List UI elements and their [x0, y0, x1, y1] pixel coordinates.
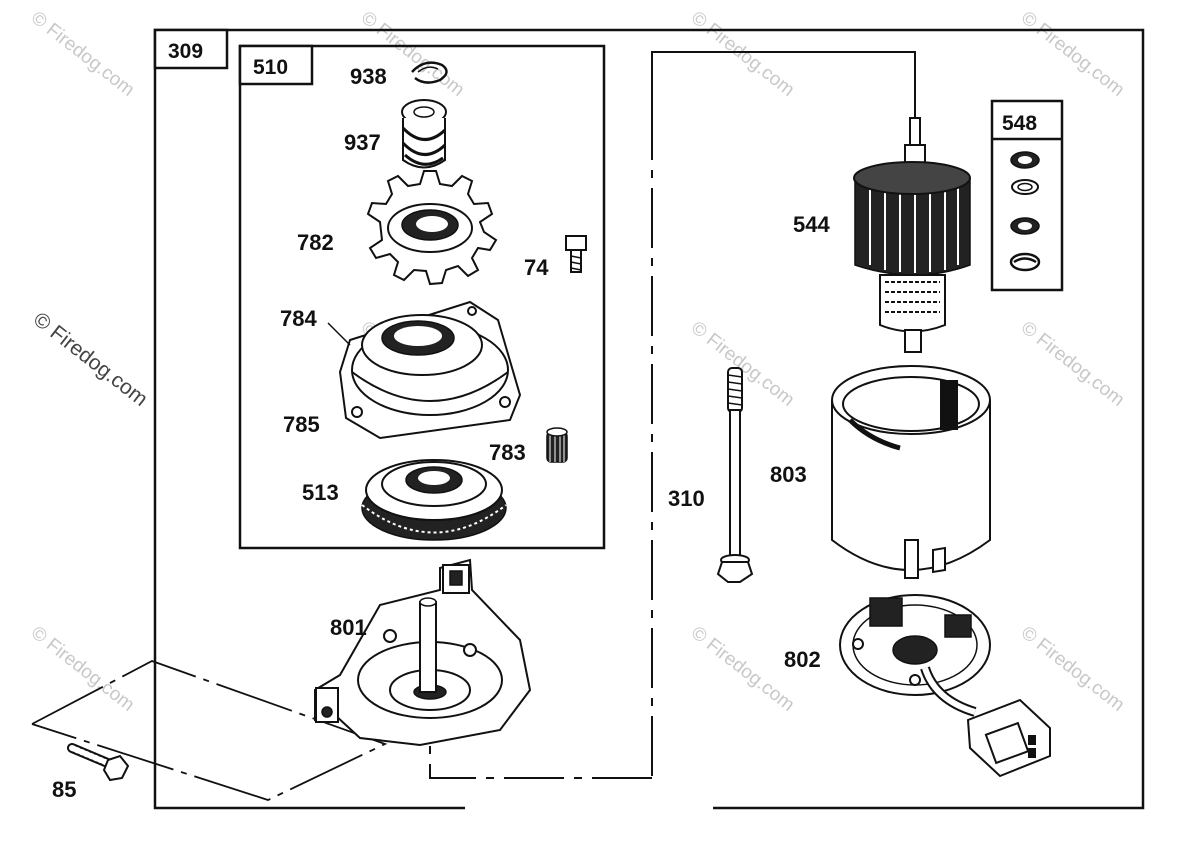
spring-part	[401, 99, 447, 169]
label-74: 74	[524, 255, 549, 280]
label-784: 784	[280, 306, 317, 331]
through-bolt-part	[716, 367, 754, 583]
box-label-548: 548	[1002, 112, 1037, 135]
brush-plate-part	[839, 594, 1051, 778]
label-937: 937	[344, 130, 381, 155]
label-513: 513	[302, 480, 339, 505]
part-labels: 938 937 782 74 784 785 783 513 801 85 54…	[52, 64, 830, 802]
outer-frame: 309	[153, 28, 1145, 810]
watermark: © Firedog.com	[27, 622, 138, 715]
label-802: 802	[784, 647, 821, 672]
screw-part	[565, 235, 587, 273]
watermark: © Firedog.com	[29, 308, 152, 411]
watermark: © Firedog.com	[1017, 7, 1128, 100]
connection-lines	[31, 51, 916, 801]
gear-kit-box: 510	[238, 44, 606, 550]
bolt-part	[67, 743, 130, 782]
label-801: 801	[330, 615, 367, 640]
label-85: 85	[52, 777, 76, 802]
label-782: 782	[297, 230, 334, 255]
housing-part	[831, 365, 991, 579]
label-544: 544	[793, 212, 830, 237]
end-cap-part	[314, 558, 532, 747]
watermark: © Firedog.com	[1017, 317, 1128, 410]
label-785: 785	[283, 412, 320, 437]
watermark: © Firedog.com	[1017, 622, 1128, 715]
ring-gear-part	[361, 459, 507, 541]
box-label-309: 309	[168, 40, 203, 63]
pinion-gear-part	[366, 170, 498, 286]
label-310: 310	[668, 486, 705, 511]
label-783: 783	[489, 440, 526, 465]
small-gear-part	[546, 427, 568, 463]
washer-kit-box: 548	[990, 99, 1064, 292]
label-938: 938	[350, 64, 387, 89]
label-803: 803	[770, 462, 807, 487]
watermark: © Firedog.com	[687, 622, 798, 715]
watermark: © Firedog.com	[687, 7, 798, 100]
armature-part	[853, 117, 971, 353]
cover-part	[327, 300, 522, 440]
retaining-ring-part	[411, 61, 448, 84]
box-label-510: 510	[253, 56, 288, 79]
watermark: © Firedog.com	[27, 7, 138, 100]
